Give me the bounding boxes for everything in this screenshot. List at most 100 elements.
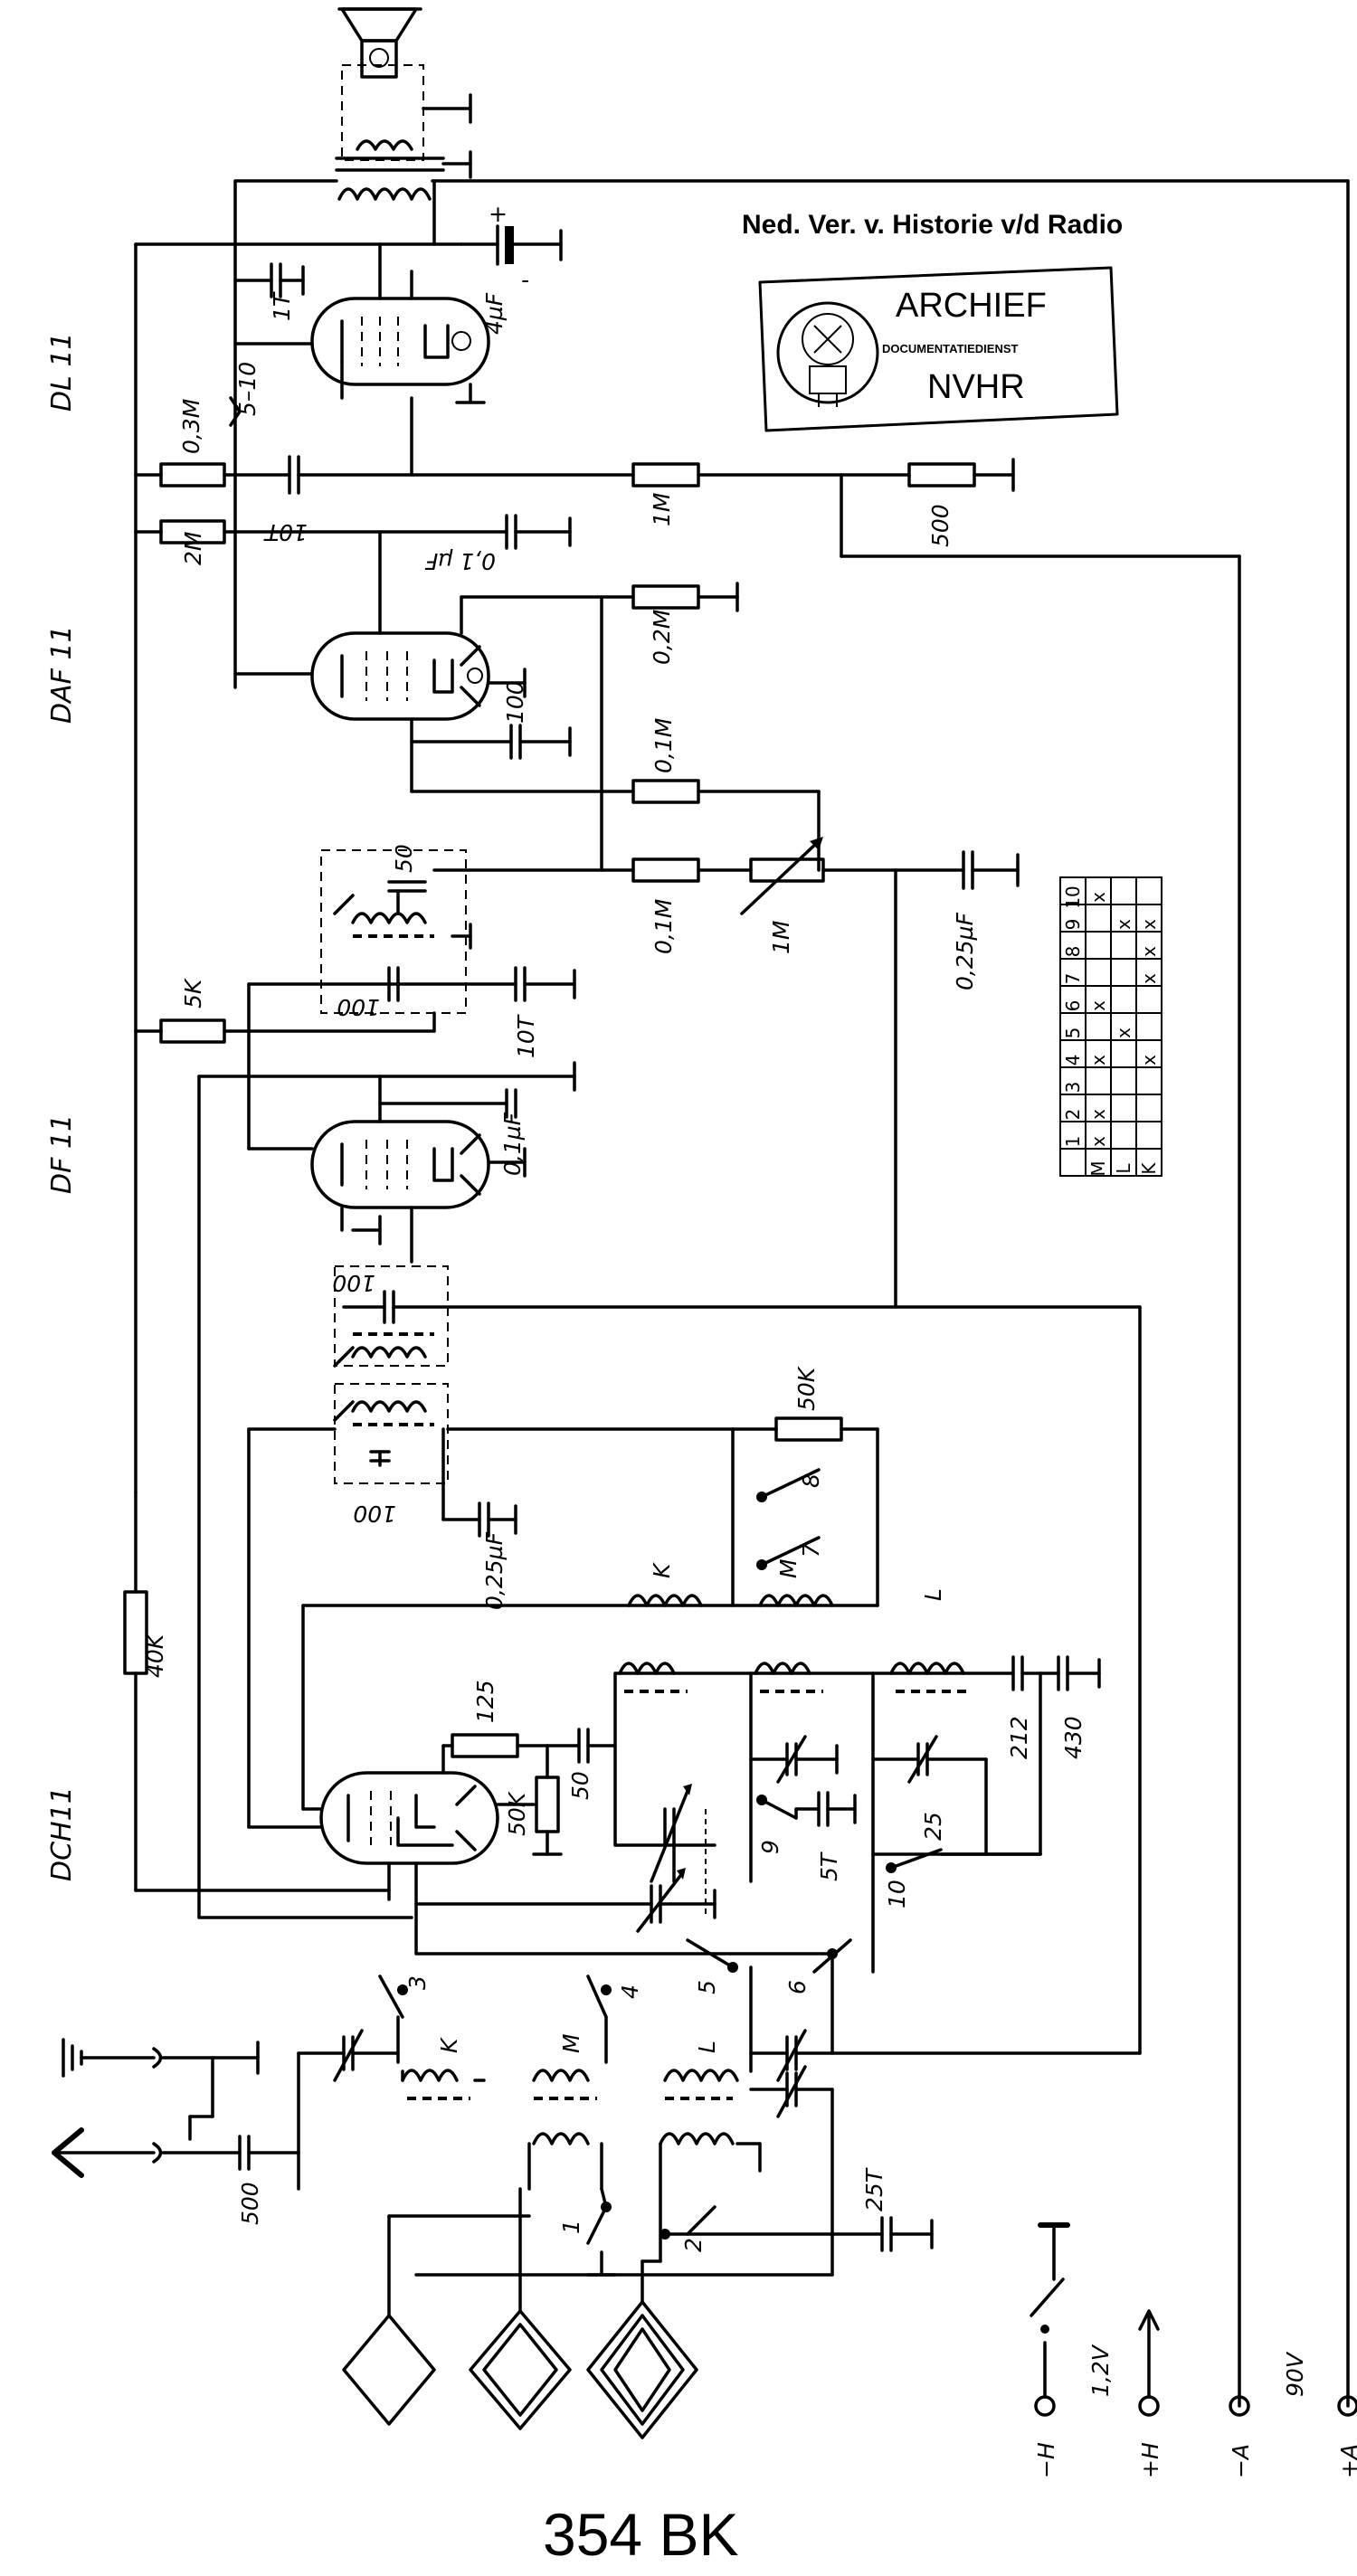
- label-c-25: 25: [920, 1812, 946, 1841]
- ant-coil-l: L: [659, 2041, 739, 2145]
- switch-table-header: 6: [1062, 1000, 1084, 1012]
- if-transformer-2: 50: [333, 844, 472, 950]
- arrow-up-icon: [1138, 2309, 1160, 2399]
- switch-label-2: 2: [680, 2238, 707, 2252]
- switch-table-cell: [1110, 1066, 1137, 1095]
- tube-daf11: [310, 631, 490, 721]
- resistor-40k: 40K: [123, 1590, 168, 1678]
- switch-table-mark: x: [1087, 1136, 1109, 1147]
- switch-table-header: 1: [1062, 1136, 1084, 1148]
- label-pot-1m: 1M: [768, 921, 794, 954]
- resistor-50k-b: 50K: [504, 1776, 560, 1836]
- resistor-5k: 5K: [159, 977, 226, 1044]
- switch-table-cell: [1135, 1121, 1162, 1150]
- switch-label-4: 4: [617, 1984, 643, 1999]
- loudspeaker: [337, 7, 472, 161]
- label-c-0-1uf-b: 0,1µF: [499, 1112, 526, 1176]
- label-c-10t-b: 10T: [513, 1014, 539, 1058]
- switch-table-cell: [1135, 985, 1162, 1014]
- ground-icon: [62, 2038, 83, 2078]
- capacitor-polarity-minus: -: [521, 267, 529, 293]
- stamp-subtitle: DOCUMENTATIEDIENST: [882, 342, 1019, 355]
- switch-table-cell: [1135, 876, 1162, 905]
- resistor-0-1m-a: 0,1M: [631, 718, 700, 804]
- label-r-0-1m-b: 0,1M: [650, 899, 677, 954]
- switch-table-cell: [1135, 1012, 1162, 1041]
- stamp-org: NVHR: [927, 368, 1025, 406]
- tube-dl11: [310, 242, 490, 404]
- ant-coil-k: K: [401, 2036, 486, 2100]
- tuning-gang-osc: [650, 1784, 692, 1883]
- switch-5: 5: [686, 1938, 738, 1994]
- switch-2: 2: [660, 2205, 716, 2252]
- switch-label-3: 3: [404, 1975, 431, 1990]
- switch-table-header: 4: [1062, 1055, 1084, 1066]
- terminal-plus-a: [1337, 2395, 1357, 2417]
- switch-table-header: 9: [1062, 919, 1084, 931]
- label-r-0-2m: 0,2M: [649, 610, 675, 665]
- resistor-1m-plate: 1M: [631, 462, 700, 526]
- ant-coil-label-k: K: [436, 2036, 462, 2053]
- switch-table-mark: L: [1113, 1163, 1134, 1174]
- switch-table-header: 3: [1062, 1082, 1084, 1094]
- switch-table-mark: x: [1087, 892, 1109, 903]
- output-transformer: [335, 150, 472, 201]
- switch-label-5: 5: [694, 1980, 720, 1994]
- label-r-50k-a: 50K: [793, 1365, 820, 1411]
- osc-coil-label-k: K: [649, 1561, 675, 1578]
- switch-table-cell: [1085, 958, 1112, 987]
- switch-label-7: 7: [798, 1543, 824, 1558]
- label-c-212: 212: [1006, 1716, 1032, 1759]
- tube-dch11: [319, 1771, 499, 1865]
- switch-table-cell: [1085, 904, 1112, 933]
- archive-header: Ned. Ver. v. Historie v/d Radio: [742, 210, 1123, 240]
- switch-table-cell: [1110, 1121, 1137, 1150]
- ant-coil-label-l: L: [694, 2041, 720, 2053]
- label-c-500: 500: [237, 2182, 263, 2225]
- frame-antenna-l: [586, 2259, 698, 2439]
- speaker-icon: [369, 48, 389, 68]
- tube-label-daf11: DAF 11: [46, 625, 78, 724]
- label-r-2m: 2M: [180, 532, 206, 565]
- label-c-0-25uf-b: 0,25µF: [481, 1531, 508, 1610]
- switch-4: 4: [586, 1975, 643, 2019]
- osc-coil-k: K: [618, 1561, 703, 1693]
- switch-table-cell: [1085, 1066, 1112, 1095]
- archive-stamp: ARCHIEF DOCUMENTATIEDIENST NVHR: [758, 266, 1119, 432]
- switch-10: 10: [884, 1848, 1042, 1908]
- switch-table-cell: [1110, 876, 1137, 905]
- supply-label-minus-a: −A: [1228, 2444, 1254, 2478]
- switch-table-mark: x: [1087, 1000, 1109, 1011]
- switch-table-cell: [1110, 1094, 1137, 1122]
- switch-table-cell: [1085, 1012, 1112, 1041]
- capacitor-500: 500: [237, 2135, 263, 2225]
- tube-label-dl11: DL 11: [46, 332, 78, 412]
- tube-label-dch11: DCH11: [46, 1786, 78, 1881]
- ant-coil-m: M: [532, 2033, 597, 2145]
- resistor-125: 125: [451, 1680, 519, 1758]
- switch-3: 3: [378, 1975, 431, 2019]
- switch-table-cell: [1110, 1039, 1137, 1068]
- label-r-125: 125: [472, 1680, 498, 1723]
- capacitor-0-1uf-a: 0,1 µF: [424, 514, 572, 574]
- switch-table-mark: x: [1138, 1055, 1160, 1065]
- switch-label-6: 6: [784, 1980, 811, 1994]
- label-c-25t: 25T: [861, 2167, 887, 2211]
- switch-table-mark: K: [1138, 1162, 1160, 1175]
- capacitor-0-25uf-b: 0,25µF: [441, 1501, 517, 1610]
- label-c-100-c: 100: [332, 1270, 375, 1296]
- label-c-100-d: 100: [353, 1501, 396, 1527]
- switch-table-mark: x: [1138, 919, 1160, 930]
- tube-df11: [310, 1120, 490, 1209]
- switch-7: 7: [756, 1536, 824, 1570]
- switch-label-1: 1: [558, 2220, 584, 2234]
- resistor-0-3m: 0,3M: [159, 399, 226, 488]
- if-can-shield: [320, 849, 467, 1014]
- resistor-0-1m-b: 0,1M: [631, 857, 700, 954]
- supply-label-minus-h: −H: [1033, 2442, 1059, 2478]
- tuning-gang-ant: [414, 1868, 716, 1933]
- label-c-0-1uf-a: 0,1 µF: [424, 548, 496, 574]
- if-transformer-1b: 100: [333, 1383, 449, 1527]
